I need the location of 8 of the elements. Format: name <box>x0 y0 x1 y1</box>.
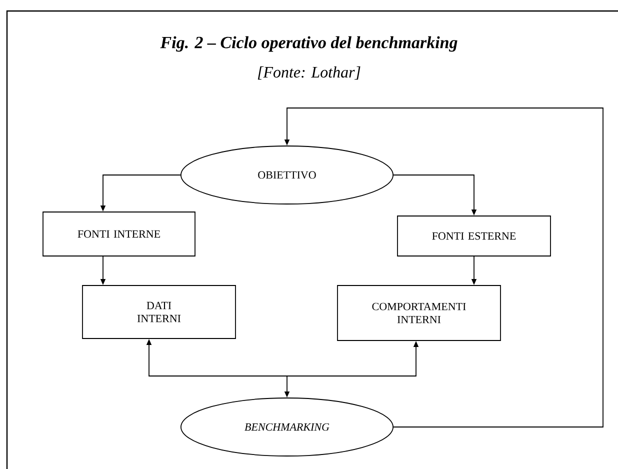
process-box: COMPORTAMENTI INTERNI <box>337 285 501 341</box>
ellipse-node: OBIETTIVO <box>180 146 394 204</box>
caption: [Fonte: Lothar] <box>258 66 360 80</box>
process-box: FONTI INTERNE <box>42 212 196 256</box>
process-box: FONTI ESTERNE <box>397 216 551 256</box>
title: Fig. 2 – Ciclo operativo del benchmarking <box>160 36 458 52</box>
ellipse-node: BENCHMARKING <box>180 398 394 456</box>
process-box: DATI INTERNI <box>82 285 236 339</box>
